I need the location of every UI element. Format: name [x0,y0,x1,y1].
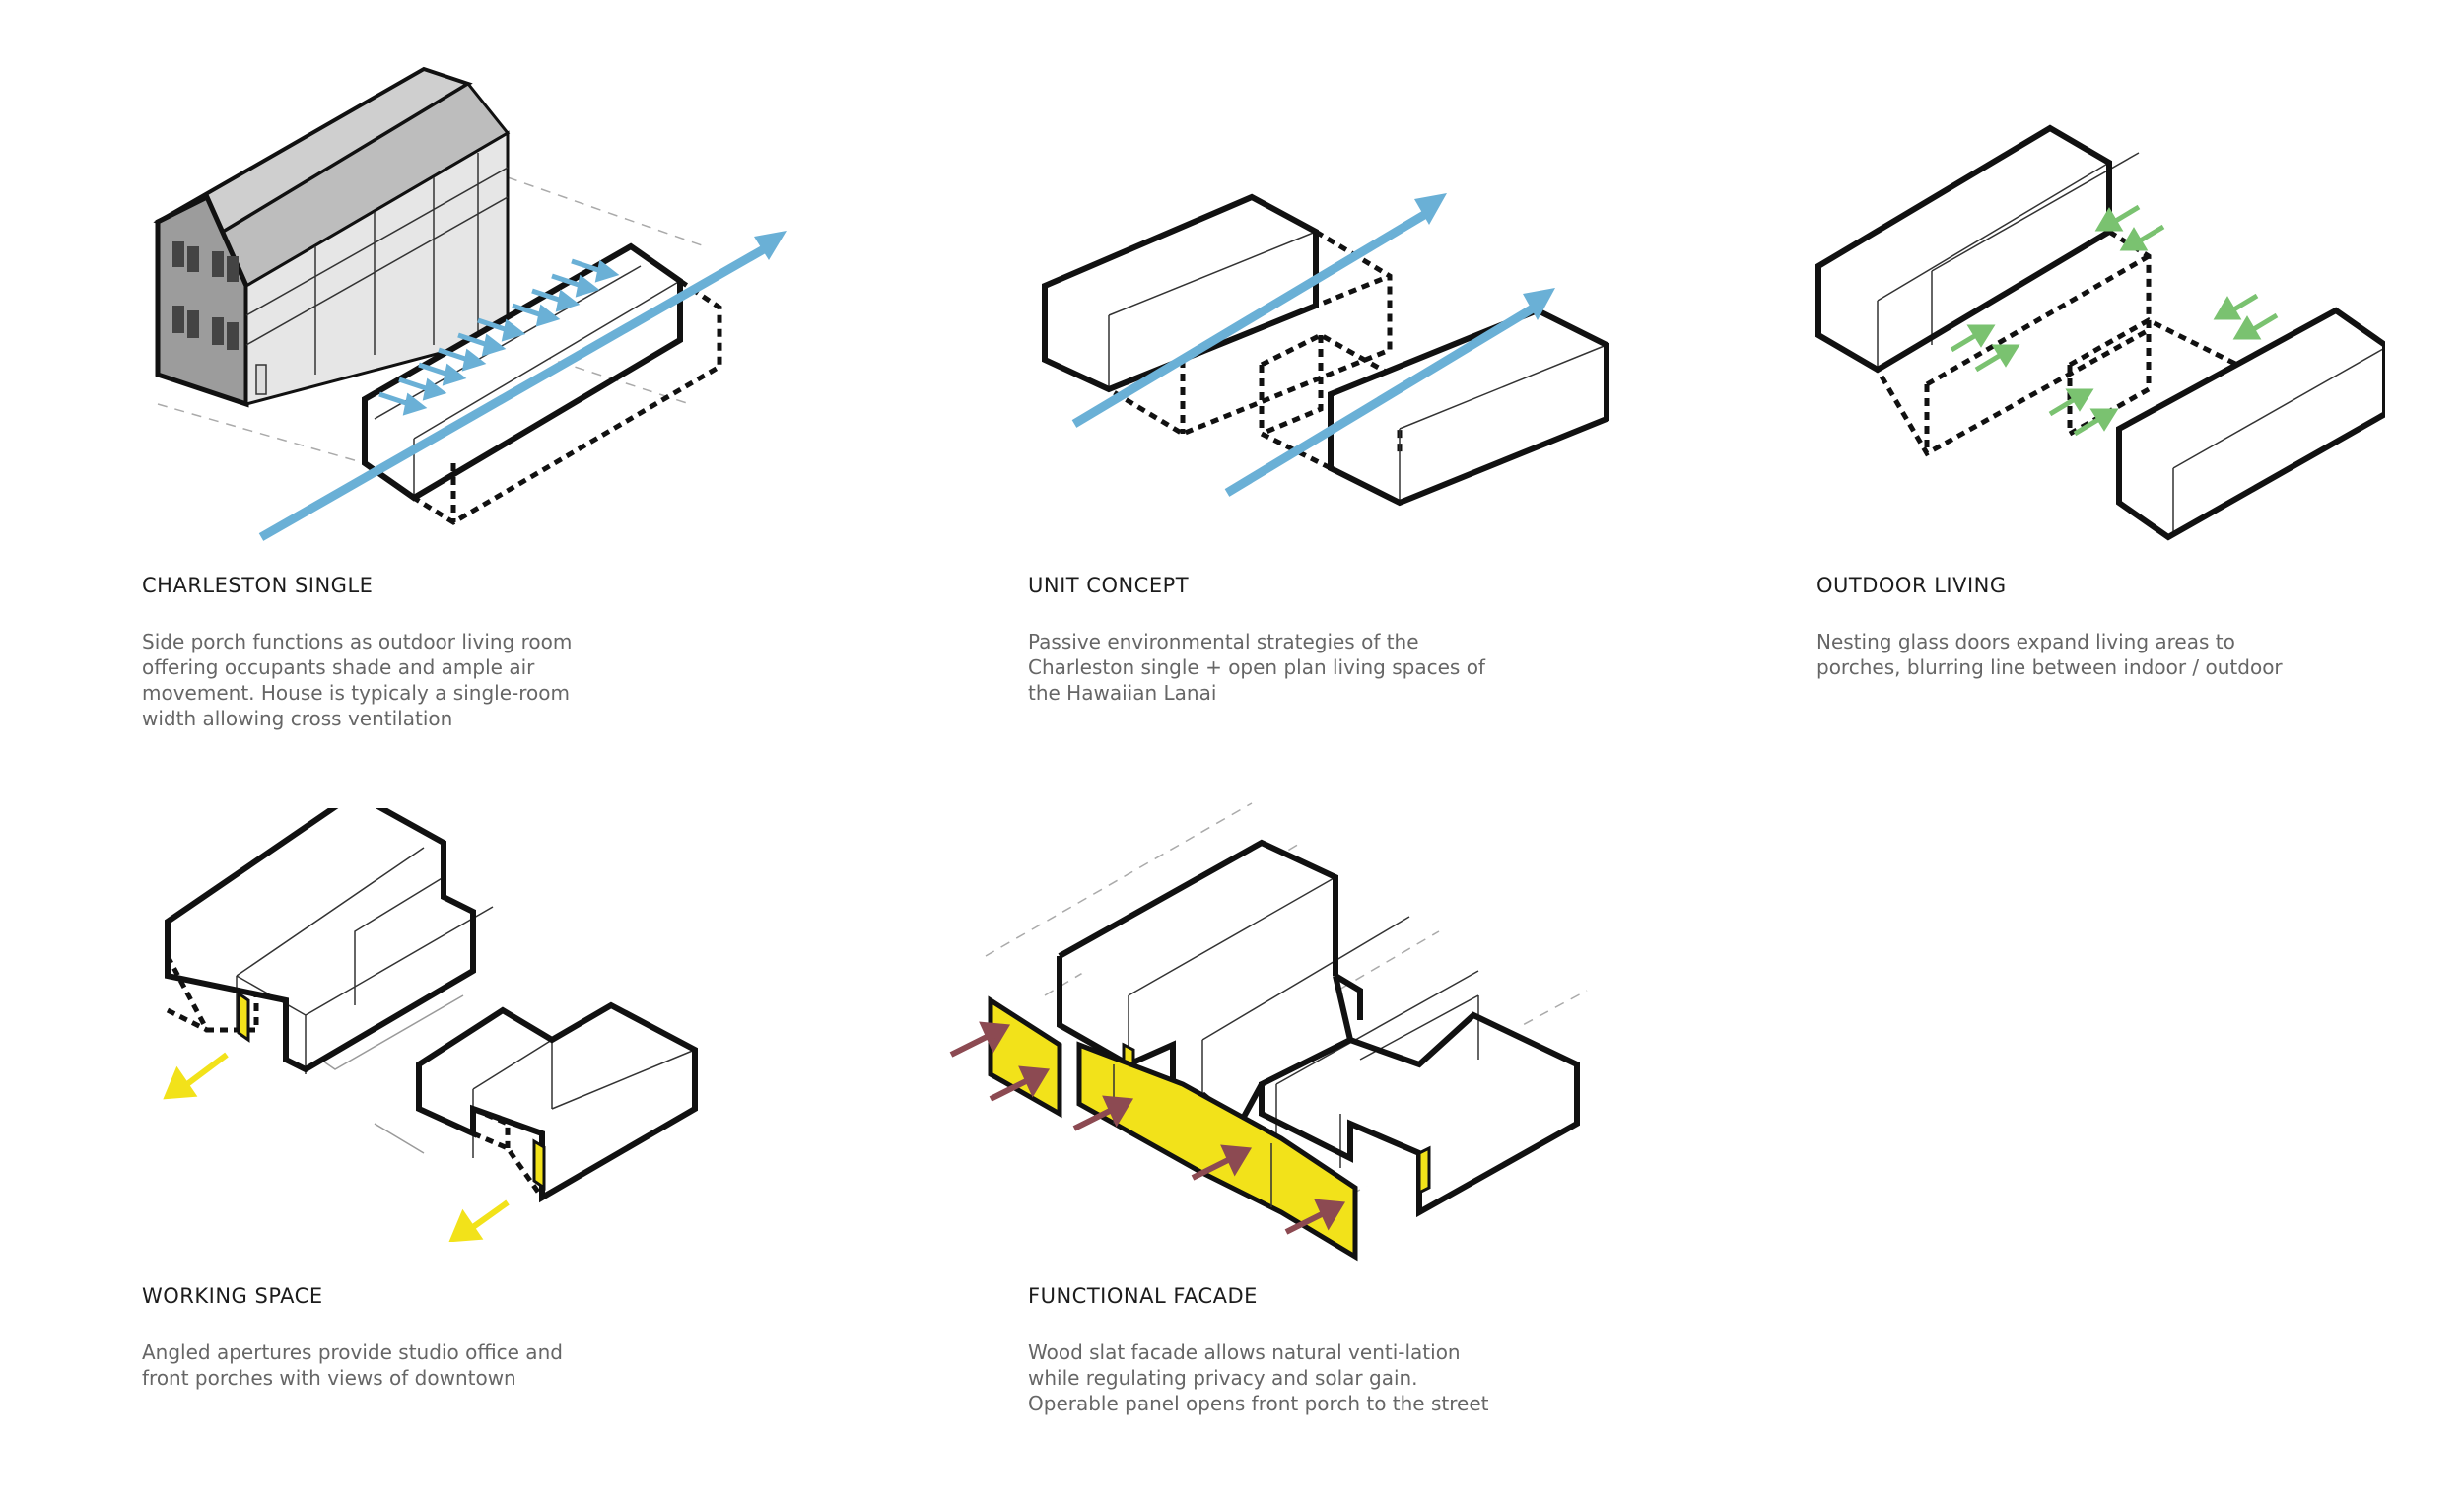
wood-slat-facade [1076,1041,1358,1262]
unit-airflow-arrows [1071,193,1555,497]
abstract-unit-box [362,242,722,525]
view-direction-arrows [163,1052,510,1242]
caption-functional-facade: FUNCTIONAL FACADE Wood slat facade allow… [1028,1284,1501,1416]
outdoor-living-arrows [1950,204,2279,437]
caption-description: Nesting glass doors expand living areas … [1816,630,2283,679]
cross-ventilation-arrows [378,258,620,416]
caption-title: UNIT CONCEPT [1028,574,1190,597]
caption-description: Side porch functions as outdoor living r… [142,630,573,730]
unit-concept-drawing [1042,193,1609,507]
outdoor-living-drawing [1815,124,2385,541]
working-space-drawing [163,808,698,1242]
functional-facade-drawing [949,802,1588,1262]
caption-description: Passive environmental strategies of the … [1028,630,1485,705]
caption-title: CHARLESTON SINGLE [142,574,374,597]
caption-title: WORKING SPACE [142,1284,323,1308]
caption-working-space: WORKING SPACE Angled apertures provide s… [142,1284,615,1391]
caption-description: Angled apertures provide studio office a… [142,1340,563,1390]
operable-facade-panel [988,995,1062,1119]
house-windows [172,241,239,350]
caption-outdoor-living: OUTDOOR LIVING Nesting glass doors expan… [1816,574,2290,680]
caption-description: Wood slat facade allows natural venti-la… [1028,1340,1489,1415]
charleston-single-drawing [153,66,787,541]
facade-airflow-arrows [949,1021,1346,1235]
caption-title: FUNCTIONAL FACADE [1028,1284,1258,1308]
caption-title: OUTDOOR LIVING [1816,574,2007,597]
porch-airflow-arrow [258,231,787,541]
caption-unit-concept: UNIT CONCEPT Passive environmental strat… [1028,574,1501,706]
caption-charleston-single: CHARLESTON SINGLE Side porch functions a… [142,574,615,731]
